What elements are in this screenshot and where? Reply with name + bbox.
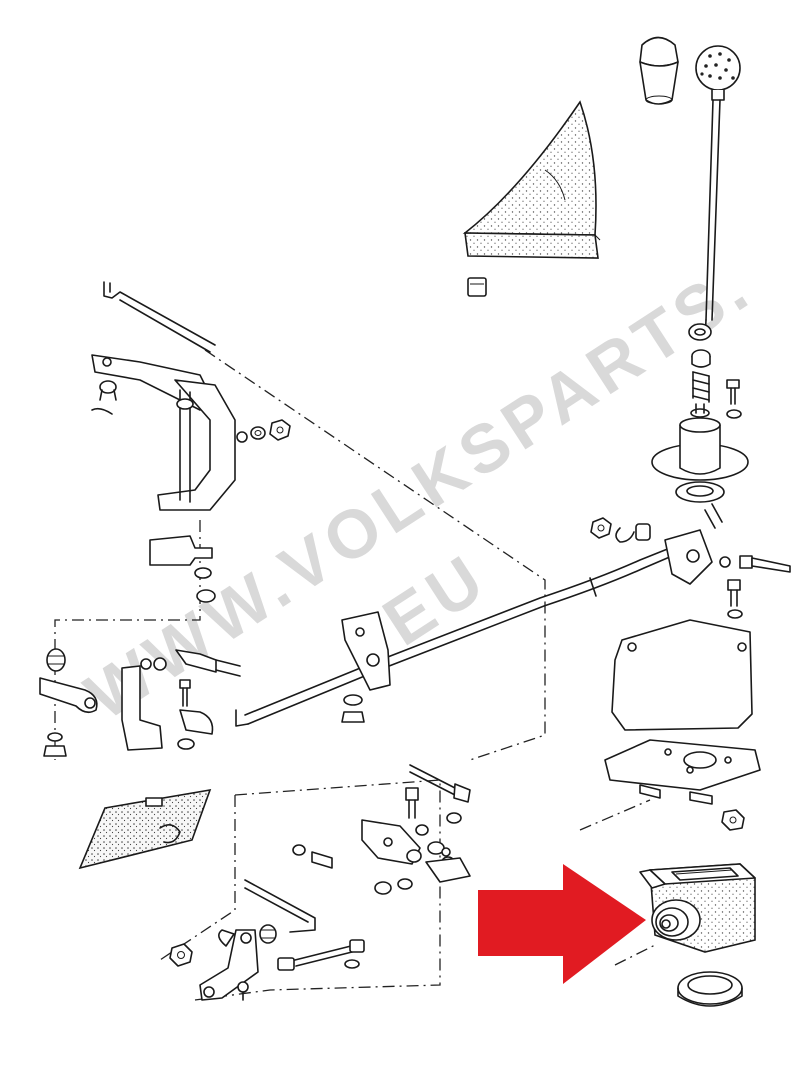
side-bolt [292, 844, 333, 869]
housing-seal-ring [677, 971, 743, 1007]
linkage-rod-short [409, 764, 471, 803]
boot-retaining-clip [467, 277, 487, 297]
cotter-pin [218, 929, 235, 947]
lever-arm-clamp [175, 649, 241, 677]
lever-ball-cup [691, 349, 711, 368]
lever-spring [692, 371, 710, 403]
lever-cover-bracket [611, 619, 753, 731]
relay-lever-arm [121, 658, 163, 751]
clutch-lever-rod [244, 879, 316, 933]
shift-rod-guide-bracket [341, 611, 391, 691]
selector-nuts [374, 878, 413, 895]
coupler-clip [615, 523, 651, 543]
mounting-plate [604, 739, 761, 805]
relay-lever-bracket [91, 354, 248, 511]
cover-mount-bolt [727, 579, 743, 619]
shift-link-rod [103, 281, 216, 353]
coupler-nut [590, 517, 612, 539]
relay-lever-nut [269, 419, 291, 441]
callout-arrow [478, 864, 646, 984]
lever-stop-ring [688, 323, 712, 341]
linkage-bolt [405, 787, 419, 819]
lever-base-gasket [675, 481, 725, 503]
selector-lever [425, 847, 471, 883]
rod-end-bushing [46, 648, 66, 672]
floor-cover-plate [78, 788, 212, 870]
cable-link [277, 939, 365, 971]
shift-rod-main [235, 547, 673, 727]
selector-lever-bracket [361, 819, 421, 865]
shift-knob-golf-ball [695, 45, 741, 101]
lever-arm-washer [153, 657, 167, 671]
lever-nut-bottom [169, 943, 193, 967]
lever-locating-bolt [726, 379, 742, 419]
shift-rod-coupler [664, 503, 723, 585]
lever-base-housing [651, 403, 749, 481]
coupler-bolt [739, 555, 791, 573]
cable-washer [344, 959, 360, 969]
rubber-grommet [259, 924, 277, 944]
rod-end-eye [39, 677, 98, 714]
relay-lever-spacer-stack [194, 567, 216, 603]
rod-coupler-sleeve [177, 709, 214, 750]
bracket-washer-nut [341, 694, 365, 723]
rod-end-washer-nut [43, 732, 67, 757]
small-stud [237, 981, 249, 1001]
gear-shift-housing-boot [639, 863, 756, 953]
relay-lever-washer [250, 426, 266, 440]
clutch-lever [199, 929, 259, 1001]
coupler-washer [719, 556, 731, 568]
lever-arm-bolt [179, 679, 191, 707]
shift-knob-smooth [639, 36, 679, 105]
relay-lever-plate [149, 535, 213, 566]
watermark-line2: EU [370, 539, 501, 661]
relay-lever-pin [91, 380, 117, 415]
shift-boot [462, 100, 601, 259]
mounting-plate-nut [721, 809, 745, 831]
